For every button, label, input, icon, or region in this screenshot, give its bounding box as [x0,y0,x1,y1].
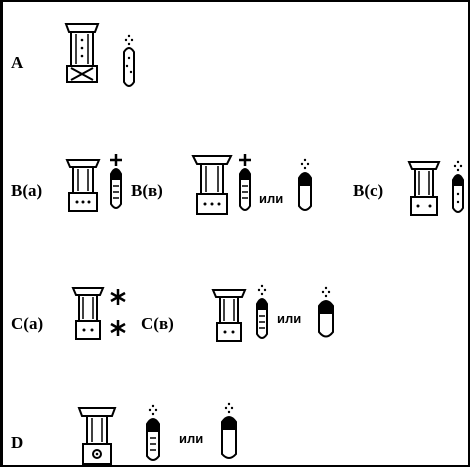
seed-pod-icon [123,34,135,87]
label-b-c: B(c) [353,181,384,200]
seed-pod-icon [239,154,251,211]
seed-pod-icon [146,404,160,461]
seed-pod-icon [110,154,122,209]
column-figure-icon [77,407,117,465]
column-figure-icon [191,155,233,215]
or-text: или [259,191,284,206]
label-d: D [11,433,24,452]
column-figure-icon [64,23,100,83]
or-text: или [179,431,204,446]
seed-pod-icon [256,284,268,339]
seed-pod-icon [221,402,237,459]
label-a: A [11,53,24,72]
or-text: или [277,311,302,326]
seed-pod-icon [298,158,312,211]
column-figure-icon [407,161,441,216]
column-figure-icon [71,287,105,340]
seed-pod-icon [318,286,334,338]
column-figure-icon [65,159,101,212]
label-b-a: B(a) [11,181,43,200]
star-icon [110,289,126,305]
column-figure-icon [211,289,247,342]
label-c-v: C(в) [141,314,174,333]
label-c-a: C(a) [11,314,44,333]
label-b-v: B(в) [131,181,163,200]
star-icon [110,320,126,336]
seed-pod-icon [452,160,464,213]
